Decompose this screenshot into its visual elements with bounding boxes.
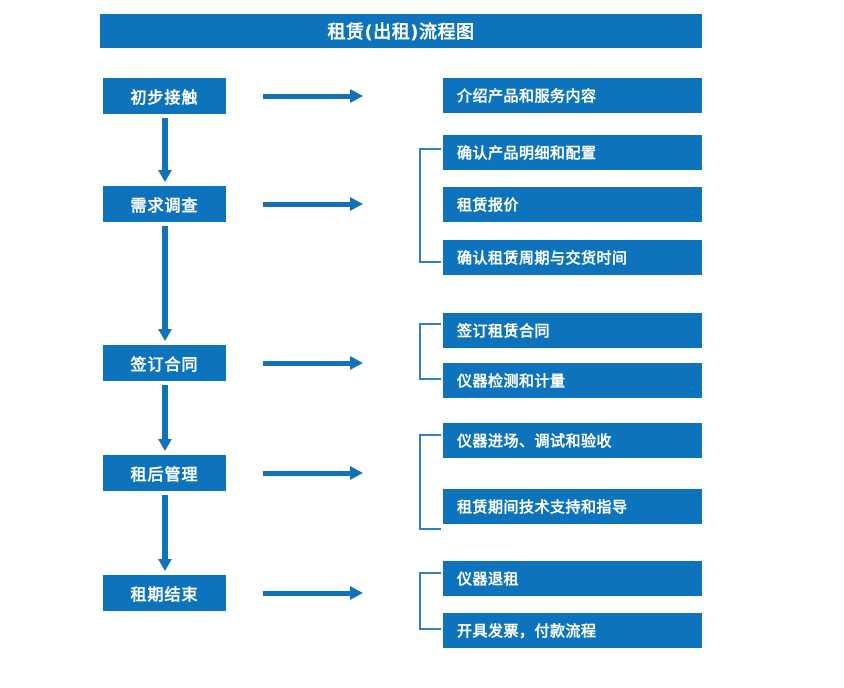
arrow-right-icon-5: [263, 586, 363, 600]
group-bracket-requirement-survey: [419, 148, 441, 263]
arrow-head: [158, 170, 172, 182]
arrow-head: [350, 197, 363, 211]
arrow-head: [158, 329, 172, 341]
arrow-head: [158, 559, 172, 571]
arrow-shaft: [162, 118, 168, 170]
detail-box-technical-support[interactable]: 租赁期间技术支持和指导: [443, 489, 702, 524]
detail-box-instrument-installation[interactable]: 仪器进场、调试和验收: [443, 423, 702, 458]
arrow-shaft: [263, 202, 351, 207]
page-title: 租赁(出租)流程图: [100, 14, 702, 48]
detail-box-instrument-return[interactable]: 仪器退租: [443, 561, 702, 596]
arrow-head: [350, 586, 363, 600]
detail-box-invoice-payment[interactable]: 开具发票，付款流程: [443, 613, 702, 648]
stage-box-requirement-survey[interactable]: 需求调查: [103, 186, 226, 222]
group-bracket-sign-contract: [419, 323, 441, 380]
arrow-head: [158, 439, 172, 451]
arrow-shaft: [162, 495, 168, 559]
arrow-right-icon-2: [263, 197, 363, 211]
stage-box-rental-end[interactable]: 租期结束: [103, 575, 226, 611]
arrow-shaft: [263, 94, 351, 99]
arrow-down-icon-3: [158, 385, 172, 451]
group-bracket-post-rental: [419, 434, 441, 530]
arrow-head: [350, 89, 363, 103]
arrow-down-icon-2: [158, 226, 172, 341]
arrow-shaft: [263, 471, 351, 476]
stage-box-post-rental-management[interactable]: 租后管理: [103, 455, 226, 491]
detail-box-sign-rental-contract[interactable]: 签订租赁合同: [443, 313, 702, 348]
detail-box-introduce-products[interactable]: 介绍产品和服务内容: [443, 78, 702, 113]
arrow-head: [350, 356, 363, 370]
arrow-right-icon-1: [263, 89, 363, 103]
arrow-right-icon-3: [263, 356, 363, 370]
arrow-shaft: [162, 226, 168, 329]
detail-box-confirm-product-spec[interactable]: 确认产品明细和配置: [443, 135, 702, 170]
arrow-down-icon-1: [158, 118, 172, 182]
arrow-right-icon-4: [263, 466, 363, 480]
detail-box-rental-quote[interactable]: 租赁报价: [443, 187, 702, 222]
stage-box-initial-contact[interactable]: 初步接触: [103, 78, 226, 114]
arrow-down-icon-4: [158, 495, 172, 571]
stage-box-sign-contract[interactable]: 签订合同: [103, 345, 226, 381]
group-bracket-rental-end: [419, 572, 441, 630]
detail-box-instrument-inspection[interactable]: 仪器检测和计量: [443, 363, 702, 398]
detail-box-confirm-period-delivery[interactable]: 确认租赁周期与交货时间: [443, 240, 702, 275]
arrow-shaft: [263, 361, 351, 366]
arrow-head: [350, 466, 363, 480]
arrow-shaft: [263, 591, 351, 596]
arrow-shaft: [162, 385, 168, 439]
